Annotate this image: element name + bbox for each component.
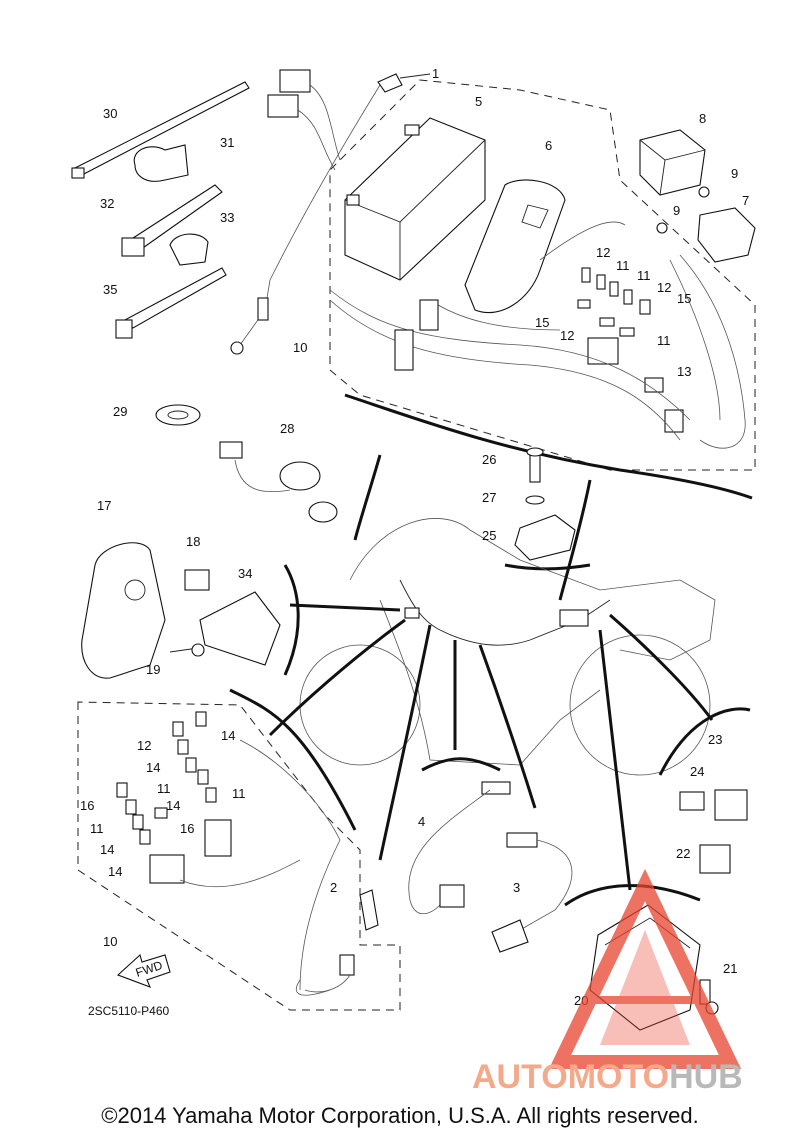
callout-22: 22 bbox=[676, 846, 690, 861]
watermark-part2: HUB bbox=[669, 1058, 743, 1096]
callout-12a: 12 bbox=[596, 245, 610, 260]
callout-16b: 16 bbox=[180, 821, 194, 836]
callout-14e: 14 bbox=[108, 864, 122, 879]
callout-24: 24 bbox=[690, 764, 704, 779]
watermark-text: AUTOMOTOHUB bbox=[472, 1058, 743, 1097]
callout-19: 19 bbox=[146, 662, 160, 677]
callout-11b: 11 bbox=[637, 268, 651, 283]
callout-5: 5 bbox=[475, 94, 482, 109]
callout-6: 6 bbox=[545, 138, 552, 153]
upper-panel bbox=[329, 79, 756, 500]
callout-labels: 1 5 6 8 9 7 9 12 11 11 12 15 15 12 11 13… bbox=[80, 66, 749, 1008]
cable-ties bbox=[71, 81, 250, 339]
callout-14b: 14 bbox=[146, 760, 160, 775]
callout-27: 27 bbox=[482, 490, 496, 505]
callout-33: 33 bbox=[220, 210, 234, 225]
battery-cover bbox=[464, 179, 566, 314]
callout-32: 32 bbox=[100, 196, 114, 211]
fwd-arrow: FWD bbox=[116, 953, 171, 988]
relay-7 bbox=[697, 207, 756, 263]
callout-10a: 10 bbox=[293, 340, 307, 355]
callout-15a: 15 bbox=[677, 291, 691, 306]
callout-7: 7 bbox=[742, 193, 749, 208]
callout-35: 35 bbox=[103, 282, 117, 297]
grommet-29 bbox=[155, 404, 201, 426]
callout-28: 28 bbox=[280, 421, 294, 436]
relay-8 bbox=[639, 129, 706, 196]
copyright-footer: ©2014 Yamaha Motor Corporation, U.S.A. A… bbox=[101, 1103, 699, 1128]
callout-10b: 10 bbox=[103, 934, 117, 949]
lower-left-panel bbox=[77, 688, 401, 1011]
callout-14d: 14 bbox=[100, 842, 114, 857]
callout-26: 26 bbox=[482, 452, 496, 467]
callout-3: 3 bbox=[513, 880, 520, 895]
relay-group-23 bbox=[679, 789, 748, 874]
callout-23: 23 bbox=[708, 732, 722, 747]
watermark-logo bbox=[548, 868, 742, 1069]
callout-11d: 11 bbox=[157, 781, 171, 796]
sensor-2 bbox=[304, 889, 379, 993]
callout-11f: 11 bbox=[90, 821, 104, 836]
callout-14c: 14 bbox=[166, 798, 180, 813]
callout-14a: 14 bbox=[221, 728, 235, 743]
callout-34: 34 bbox=[238, 566, 252, 581]
left-bracket-group bbox=[81, 542, 300, 679]
top-connectors bbox=[230, 69, 403, 355]
leader-lines bbox=[268, 454, 751, 907]
callout-2: 2 bbox=[330, 880, 337, 895]
callout-11a: 11 bbox=[616, 258, 630, 273]
callout-9a: 9 bbox=[731, 166, 738, 181]
battery bbox=[344, 117, 486, 281]
callout-29: 29 bbox=[113, 404, 127, 419]
callout-16a: 16 bbox=[80, 798, 94, 813]
callout-11e: 11 bbox=[232, 786, 246, 801]
sensor-3 bbox=[491, 832, 573, 953]
callout-12c: 12 bbox=[560, 328, 574, 343]
callout-1: 1 bbox=[432, 66, 439, 81]
bolt-washer-bracket bbox=[504, 447, 591, 571]
callout-30: 30 bbox=[103, 106, 117, 121]
callout-25: 25 bbox=[482, 528, 496, 543]
callout-31: 31 bbox=[220, 135, 234, 150]
callout-17: 17 bbox=[97, 498, 111, 513]
callout-15b: 15 bbox=[535, 315, 549, 330]
watermark-part1: AUTOMOTO bbox=[472, 1058, 670, 1096]
callout-11c: 11 bbox=[657, 333, 671, 348]
callout-18: 18 bbox=[186, 534, 200, 549]
sensor-4 bbox=[408, 781, 511, 915]
callout-9b: 9 bbox=[673, 203, 680, 218]
callout-12d: 12 bbox=[137, 738, 151, 753]
socket-28 bbox=[219, 441, 338, 523]
callout-4: 4 bbox=[418, 814, 425, 829]
callout-13: 13 bbox=[677, 364, 691, 379]
callout-8: 8 bbox=[699, 111, 706, 126]
fuse-group bbox=[577, 267, 651, 337]
callout-21: 21 bbox=[723, 961, 737, 976]
drawing-code: 2SC5110-P460 bbox=[88, 1004, 169, 1018]
callout-12b: 12 bbox=[657, 280, 671, 295]
motorcycle-outline bbox=[299, 518, 716, 776]
